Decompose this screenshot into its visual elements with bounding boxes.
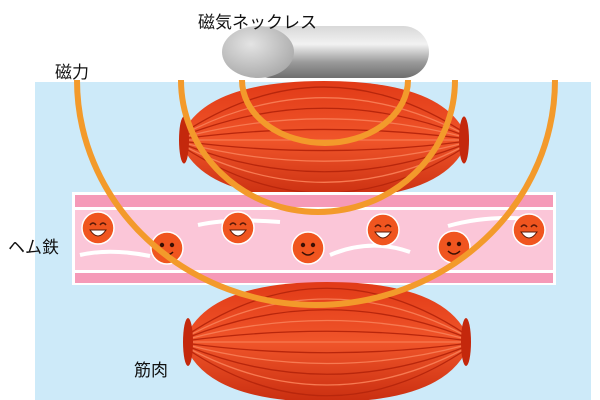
necklace-label: 磁気ネックレス <box>198 13 317 33</box>
eyes-icon <box>374 224 392 228</box>
muscle-end <box>183 318 193 366</box>
muscle-fiber <box>183 97 465 135</box>
muscle-fiber <box>187 348 467 397</box>
muscle-fiber <box>183 142 465 162</box>
mouth-icon <box>89 229 107 237</box>
muscle-fiber <box>187 345 467 375</box>
heme-iron-label: ヘム鉄 <box>8 238 59 258</box>
mouth-icon <box>374 231 392 239</box>
eyes-icon <box>89 222 107 226</box>
mouth-icon <box>229 229 247 237</box>
magnetic-necklace <box>222 26 429 78</box>
muscle-end <box>461 318 471 366</box>
blood-vessel <box>72 192 556 285</box>
heme-iron-cell <box>512 213 546 247</box>
magnetic-force-arcs <box>74 79 558 308</box>
muscle-end <box>179 116 189 164</box>
lower-muscle <box>183 282 471 400</box>
eyes-icon <box>520 224 538 228</box>
eye-icon <box>446 241 452 247</box>
magnetic-force-label: 磁力 <box>55 63 89 83</box>
arc-large <box>74 79 558 308</box>
muscle-fiber <box>187 347 467 386</box>
arc-small <box>239 79 411 146</box>
mouth-icon <box>447 250 461 255</box>
muscle-fiber <box>187 309 467 339</box>
muscle-fiber <box>187 344 467 365</box>
muscle-fiber <box>187 342 467 354</box>
heme-iron-cell <box>291 231 325 265</box>
muscle-fiber <box>187 319 467 340</box>
mouth-icon <box>301 251 315 256</box>
muscle-fiber <box>183 128 465 140</box>
eye-icon <box>300 242 306 248</box>
eye-icon <box>456 241 462 247</box>
muscle-label: 筋肉 <box>134 361 168 381</box>
muscle-fiber <box>187 298 467 337</box>
eyes-icon <box>229 222 247 226</box>
muscle-end <box>459 116 469 164</box>
muscle-fiber <box>183 118 465 138</box>
heme-iron-cell <box>221 211 255 245</box>
arc-medium <box>178 79 458 215</box>
muscle-fiber <box>183 107 465 137</box>
heme-iron-cell <box>81 211 115 245</box>
muscle-fiber <box>183 86 465 134</box>
muscle-body <box>184 282 470 400</box>
heme-iron-cell <box>366 213 400 247</box>
eye-icon <box>169 242 175 248</box>
eye-icon <box>159 242 165 248</box>
muscle-fiber <box>187 330 467 342</box>
mouth-icon <box>520 231 538 239</box>
muscle-fiber <box>183 140 465 152</box>
heme-iron-cell <box>150 231 184 265</box>
eye-icon <box>310 242 316 248</box>
muscle-fiber <box>187 287 467 336</box>
